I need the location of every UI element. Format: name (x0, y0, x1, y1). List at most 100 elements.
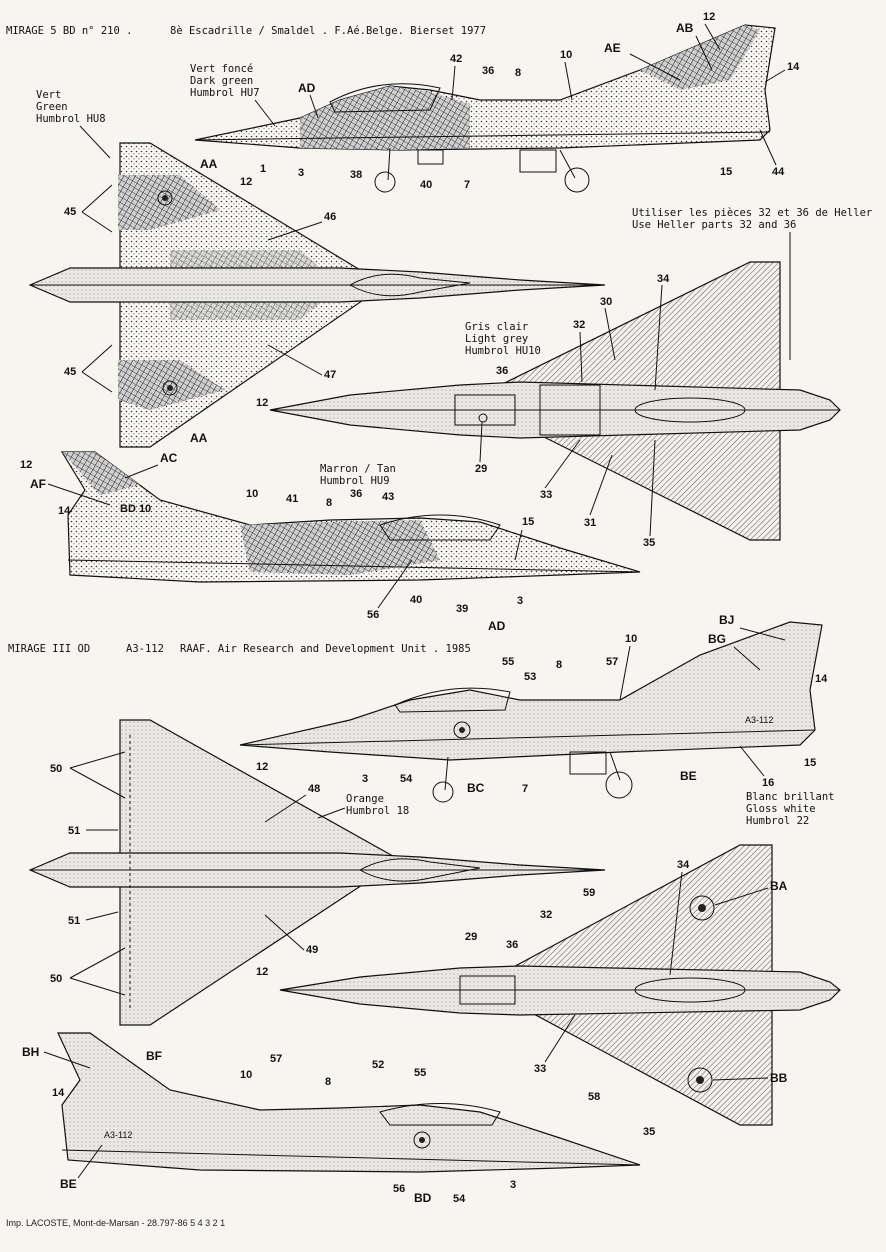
label: 34 (657, 273, 670, 285)
label: 38 (350, 169, 362, 181)
label: 12 (703, 11, 715, 23)
view7-labels: BA 34 59 32 29 36 33 58 35 BB (465, 859, 788, 1138)
label: 10 (560, 49, 572, 61)
bottom-aircraft-title: MIRAGE III OD (8, 643, 90, 655)
bottom-serial-title: A3-112 (126, 643, 164, 655)
label: 8 (556, 659, 562, 671)
label: 54 (453, 1193, 466, 1205)
view6-labels: 50 12 48 51 51 49 50 12 (50, 751, 320, 996)
label: 12 (240, 176, 252, 188)
view8-side-left: A3-112 (57, 1032, 641, 1173)
tan-note: Marron / Tan Humbrol HU9 (320, 463, 396, 487)
note-line: Blanc brillant (746, 791, 835, 803)
note-line: Gloss white (746, 803, 816, 815)
label: 8 (515, 67, 521, 79)
label: 40 (420, 179, 432, 191)
label: 51 (68, 825, 80, 837)
label: 55 (502, 656, 514, 668)
note-line: Marron / Tan (320, 463, 396, 475)
note-line: Use Heller parts 32 and 36 (632, 219, 796, 231)
note-line: Humbrol HU9 (320, 475, 390, 487)
label: 49 (306, 944, 318, 956)
label: 39 (456, 603, 468, 615)
label: 45 (64, 366, 76, 378)
view4-side-left: BD 10 (60, 451, 641, 583)
view8-labels: BH BF 14 10 57 8 52 55 56 BD 54 3 BE (22, 1045, 516, 1205)
label: 36 (496, 365, 508, 377)
top-aircraft-title: MIRAGE 5 BD n° 210 . (6, 25, 132, 37)
label: 40 (410, 594, 422, 606)
label: AA (190, 431, 208, 445)
top-unit-title: 8è Escadrille / Smaldel . F.Aé.Belge. Bi… (170, 25, 486, 37)
label: BA (770, 879, 788, 893)
note-line: Orange (346, 793, 384, 805)
note-line: Humbrol HU8 (36, 113, 106, 125)
belgian-code-marking: BD 10 (120, 503, 151, 515)
view4-labels: 12 AF AC 14 10 41 8 36 43 15 56 40 39 3 … (20, 451, 534, 633)
label: 7 (522, 783, 528, 795)
label: BJ (719, 613, 734, 627)
view5-side-right: A3-112 (239, 621, 823, 803)
label: AE (604, 41, 621, 55)
label: AB (676, 21, 694, 35)
label: 46 (324, 211, 336, 223)
gloss-white-note: Blanc brillant Gloss white Humbrol 22 (746, 791, 835, 827)
label: 58 (588, 1091, 600, 1103)
label: AF (30, 477, 46, 491)
label: 29 (475, 463, 487, 475)
label: 31 (584, 517, 596, 529)
label: 14 (52, 1087, 65, 1099)
view1-labels: 12 AB AE 14 44 15 10 8 42 36 AD 1 3 38 4… (260, 11, 800, 191)
label: 10 (240, 1069, 252, 1081)
label: 36 (506, 939, 518, 951)
label: 8 (325, 1076, 331, 1088)
label: 10 (625, 633, 637, 645)
label: 59 (583, 887, 595, 899)
label: 57 (606, 656, 618, 668)
label: 29 (465, 931, 477, 943)
label: 1 (260, 163, 266, 175)
note-line: Green (36, 101, 68, 113)
orange-note: Orange Humbrol 18 (317, 793, 409, 819)
label: 36 (482, 65, 494, 77)
label: 15 (720, 166, 732, 178)
note-line: Gris clair (465, 321, 528, 333)
label: 43 (382, 491, 394, 503)
label: 41 (286, 493, 298, 505)
label: 35 (643, 537, 655, 549)
view6-top-planform (28, 719, 606, 1026)
label: 35 (643, 1126, 655, 1138)
label: 3 (362, 773, 368, 785)
note-line: Vert foncé (190, 63, 253, 75)
label: BC (467, 781, 485, 795)
label: BH (22, 1045, 39, 1059)
note-line: Light grey (465, 333, 528, 345)
label: 54 (400, 773, 413, 785)
label: BB (770, 1071, 788, 1085)
label: 15 (804, 757, 816, 769)
light-grey-note: Gris clair Light grey Humbrol HU10 (465, 321, 541, 357)
view5-labels: BJ BG 14 10 57 55 53 8 3 54 BC 7 BE 16 1… (362, 613, 828, 795)
label: 12 (20, 459, 32, 471)
note-line: Vert (36, 89, 61, 101)
note-line: Humbrol 18 (346, 805, 409, 817)
label: 12 (256, 761, 268, 773)
view7-underside (279, 844, 841, 1126)
label: 48 (308, 783, 320, 795)
label: AD (298, 81, 316, 95)
label: AC (160, 451, 178, 465)
label: 33 (534, 1063, 546, 1075)
label: 32 (540, 909, 552, 921)
label: BG (708, 632, 726, 646)
label: 44 (772, 166, 785, 178)
label: BD (414, 1191, 432, 1205)
label: AD (488, 619, 506, 633)
label: 14 (58, 505, 71, 517)
view3-labels: 34 30 32 36 29 33 31 35 (475, 273, 670, 549)
label: 52 (372, 1059, 384, 1071)
label: 32 (573, 319, 585, 331)
note-line: Humbrol HU7 (190, 87, 260, 99)
label: 33 (540, 489, 552, 501)
label: 47 (324, 369, 336, 381)
